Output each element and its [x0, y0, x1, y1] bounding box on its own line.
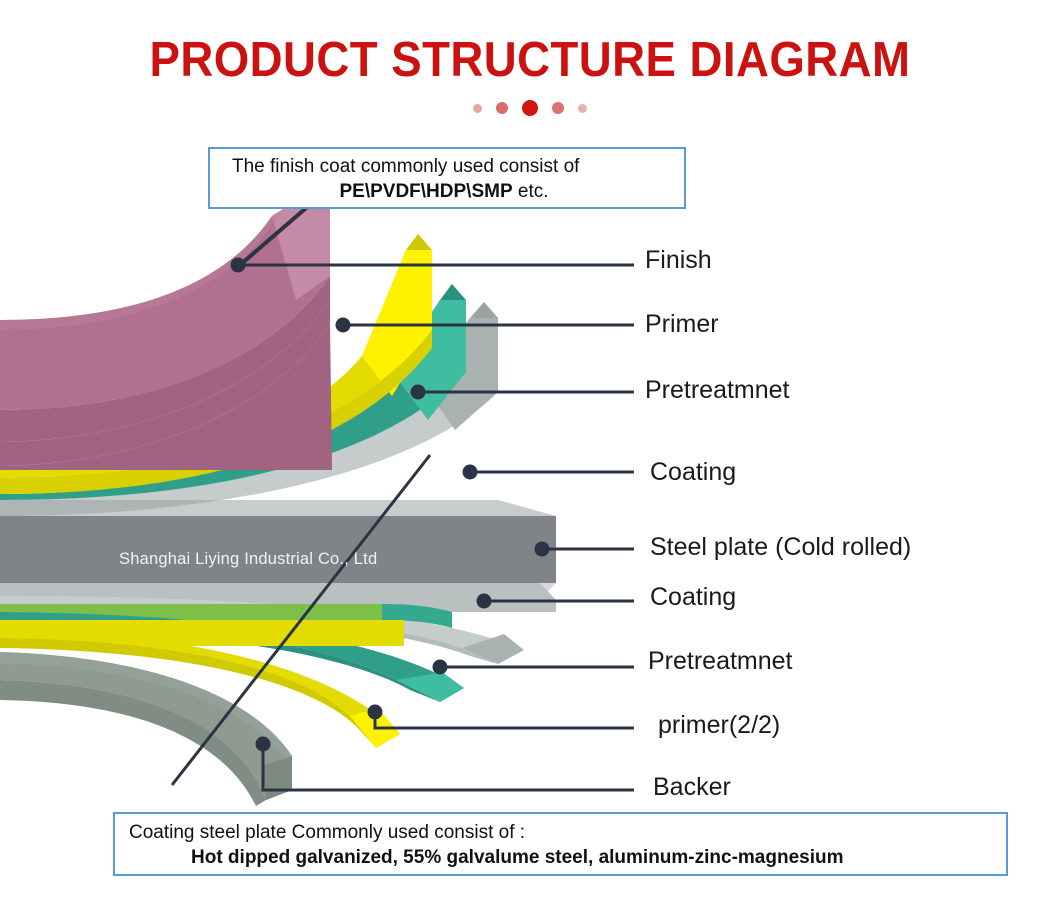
layer-label-backer: Backer: [653, 773, 731, 801]
decorative-dot-row: [0, 100, 1060, 116]
layer-label-primer-2: primer(2/2): [658, 711, 781, 739]
callout-bottom-line2: Hot dipped galvanized, 55% galvalume ste…: [191, 847, 844, 869]
layer-finish: [0, 180, 332, 470]
callout-top-line2: PE\PVDF\HDP\SMP etc.: [224, 179, 674, 204]
anchor-dot-primer-2: [367, 704, 383, 720]
watermark-text: Shanghai Liying Industrial Co., Ltd: [119, 550, 378, 568]
anchor-dot-coating-2: [476, 593, 492, 609]
layer-label-pretreatment-2: Pretreatmnet: [648, 647, 793, 675]
anchor-dot-finish: [230, 257, 246, 273]
decorative-dot-4: [552, 102, 564, 114]
callout-finish-coat: The finish coat commonly used consist of…: [208, 147, 686, 209]
decorative-dot-3: [522, 100, 538, 116]
decorative-dot-2: [496, 102, 508, 114]
callout-top-line2-rest: etc.: [512, 181, 549, 203]
anchor-dot-pretreatment-1: [410, 384, 426, 400]
decorative-dot-1: [473, 103, 482, 113]
layer-label-primer: Primer: [645, 310, 719, 338]
callout-top-line1: The finish coat commonly used consist of: [232, 156, 580, 177]
layer-primer-lower: [0, 620, 404, 748]
anchor-dot-pretreatment-2: [432, 659, 448, 675]
anchor-dot-coating-1: [462, 464, 478, 480]
page-title: PRODUCT STRUCTURE DIAGRAM: [149, 33, 911, 87]
layer-label-coating-2: Coating: [650, 583, 737, 611]
anchor-dot-primer: [335, 317, 351, 333]
layer-label-coating-1: Coating: [650, 458, 737, 486]
anchor-dot-backer: [255, 736, 271, 752]
callout-coating-steel-plate: Coating steel plate Commonly used consis…: [113, 812, 1008, 876]
layer-label-finish: Finish: [645, 246, 712, 274]
decorative-dot-5: [578, 103, 587, 113]
leader-anchor-dots: [230, 257, 550, 752]
layer-label-steel-plate: Steel plate (Cold rolled): [650, 533, 912, 561]
layer-label-pretreatment-1: Pretreatmnet: [645, 376, 790, 404]
callout-bottom-line1: Coating steel plate Commonly used consis…: [129, 822, 526, 843]
anchor-dot-steel-plate: [534, 541, 550, 557]
callout-top-line2-bold: PE\PVDF\HDP\SMP: [339, 181, 513, 203]
leader-lines: [170, 194, 634, 792]
